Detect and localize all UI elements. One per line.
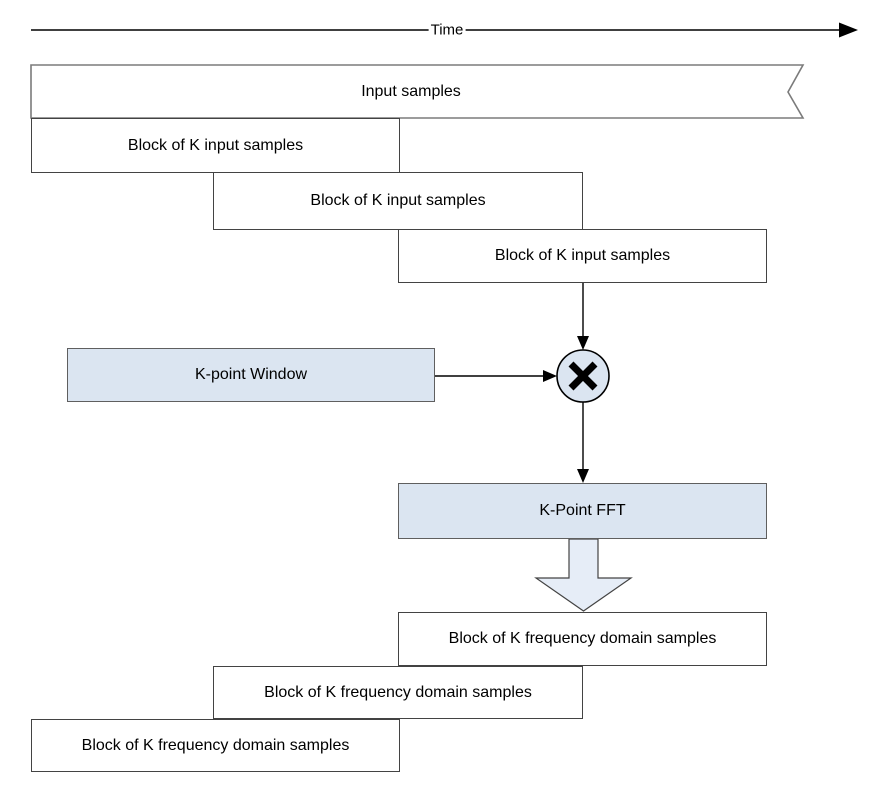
right-arrowhead-icon bbox=[543, 370, 557, 382]
k-point-window-box: K-point Window bbox=[67, 348, 435, 402]
k-point-fft-box: K-Point FFT bbox=[398, 483, 767, 539]
output-block-1: Block of K frequency domain samples bbox=[398, 612, 767, 666]
k-point-fft-label: K-Point FFT bbox=[539, 502, 626, 520]
down-arrowhead-icon bbox=[577, 336, 589, 350]
k-point-window-label: K-point Window bbox=[194, 366, 308, 384]
output-block-3-label: Block of K frequency domain samples bbox=[81, 736, 350, 754]
output-block-1-label: Block of K frequency domain samples bbox=[448, 630, 717, 648]
output-block-3: Block of K frequency domain samples bbox=[31, 719, 400, 772]
output-block-2-label: Block of K frequency domain samples bbox=[264, 683, 532, 701]
down-arrowhead-icon bbox=[577, 469, 589, 483]
input-block-2-label: Block of K input samples bbox=[310, 192, 486, 210]
input-block-1-label: Block of K input samples bbox=[127, 136, 304, 154]
input-block-1: Block of K input samples bbox=[31, 118, 400, 173]
time-axis-label: Time bbox=[428, 21, 466, 39]
multiply-icon bbox=[568, 361, 598, 391]
input-block-3: Block of K input samples bbox=[398, 229, 767, 283]
input-block-2: Block of K input samples bbox=[213, 172, 583, 230]
output-block-2: Block of K frequency domain samples bbox=[213, 666, 583, 719]
input-samples-label: Input samples bbox=[361, 82, 461, 100]
input-samples-stream-shape bbox=[30, 64, 805, 119]
time-axis-arrowhead-icon bbox=[839, 22, 858, 38]
input-block-3-label: Block of K input samples bbox=[494, 247, 671, 265]
fft-output-block-arrow-icon bbox=[534, 538, 633, 612]
